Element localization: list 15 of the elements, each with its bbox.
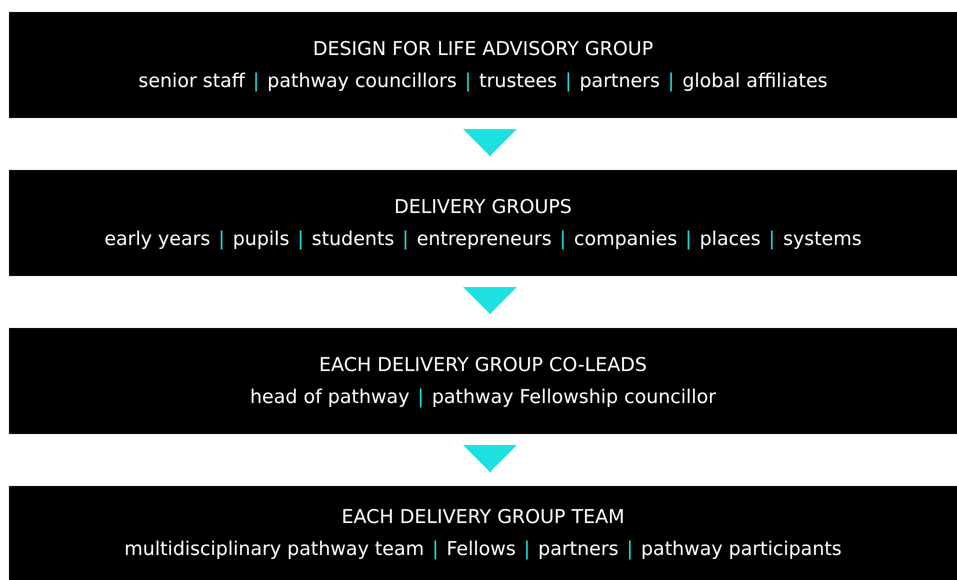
member-list: senior staff | pathway councillors | trustees | partners | global affiliates — [138, 70, 828, 92]
group-band — [9, 170, 957, 276]
group-band — [9, 328, 957, 434]
member-list: multidisciplinary pathway team | Fellows | partners | pathway participants — [124, 538, 842, 560]
group-band — [9, 486, 957, 580]
arrow — [463, 129, 517, 156]
group-heading: DELIVERY GROUPS — [394, 196, 572, 218]
member-list: early years | pupils | students | entrepreneurs | companies | places | systems — [104, 228, 862, 250]
group-band — [9, 12, 957, 118]
group-heading: DESIGN FOR LIFE ADVISORY GROUP — [312, 38, 654, 60]
group-heading: EACH DELIVERY GROUP TEAM — [341, 506, 624, 528]
member-list: head of pathway | pathway Fellowship councillor — [250, 386, 716, 408]
arrow — [463, 445, 517, 472]
group-heading: EACH DELIVERY GROUP CO-LEADS — [319, 354, 647, 376]
arrow — [463, 287, 517, 314]
